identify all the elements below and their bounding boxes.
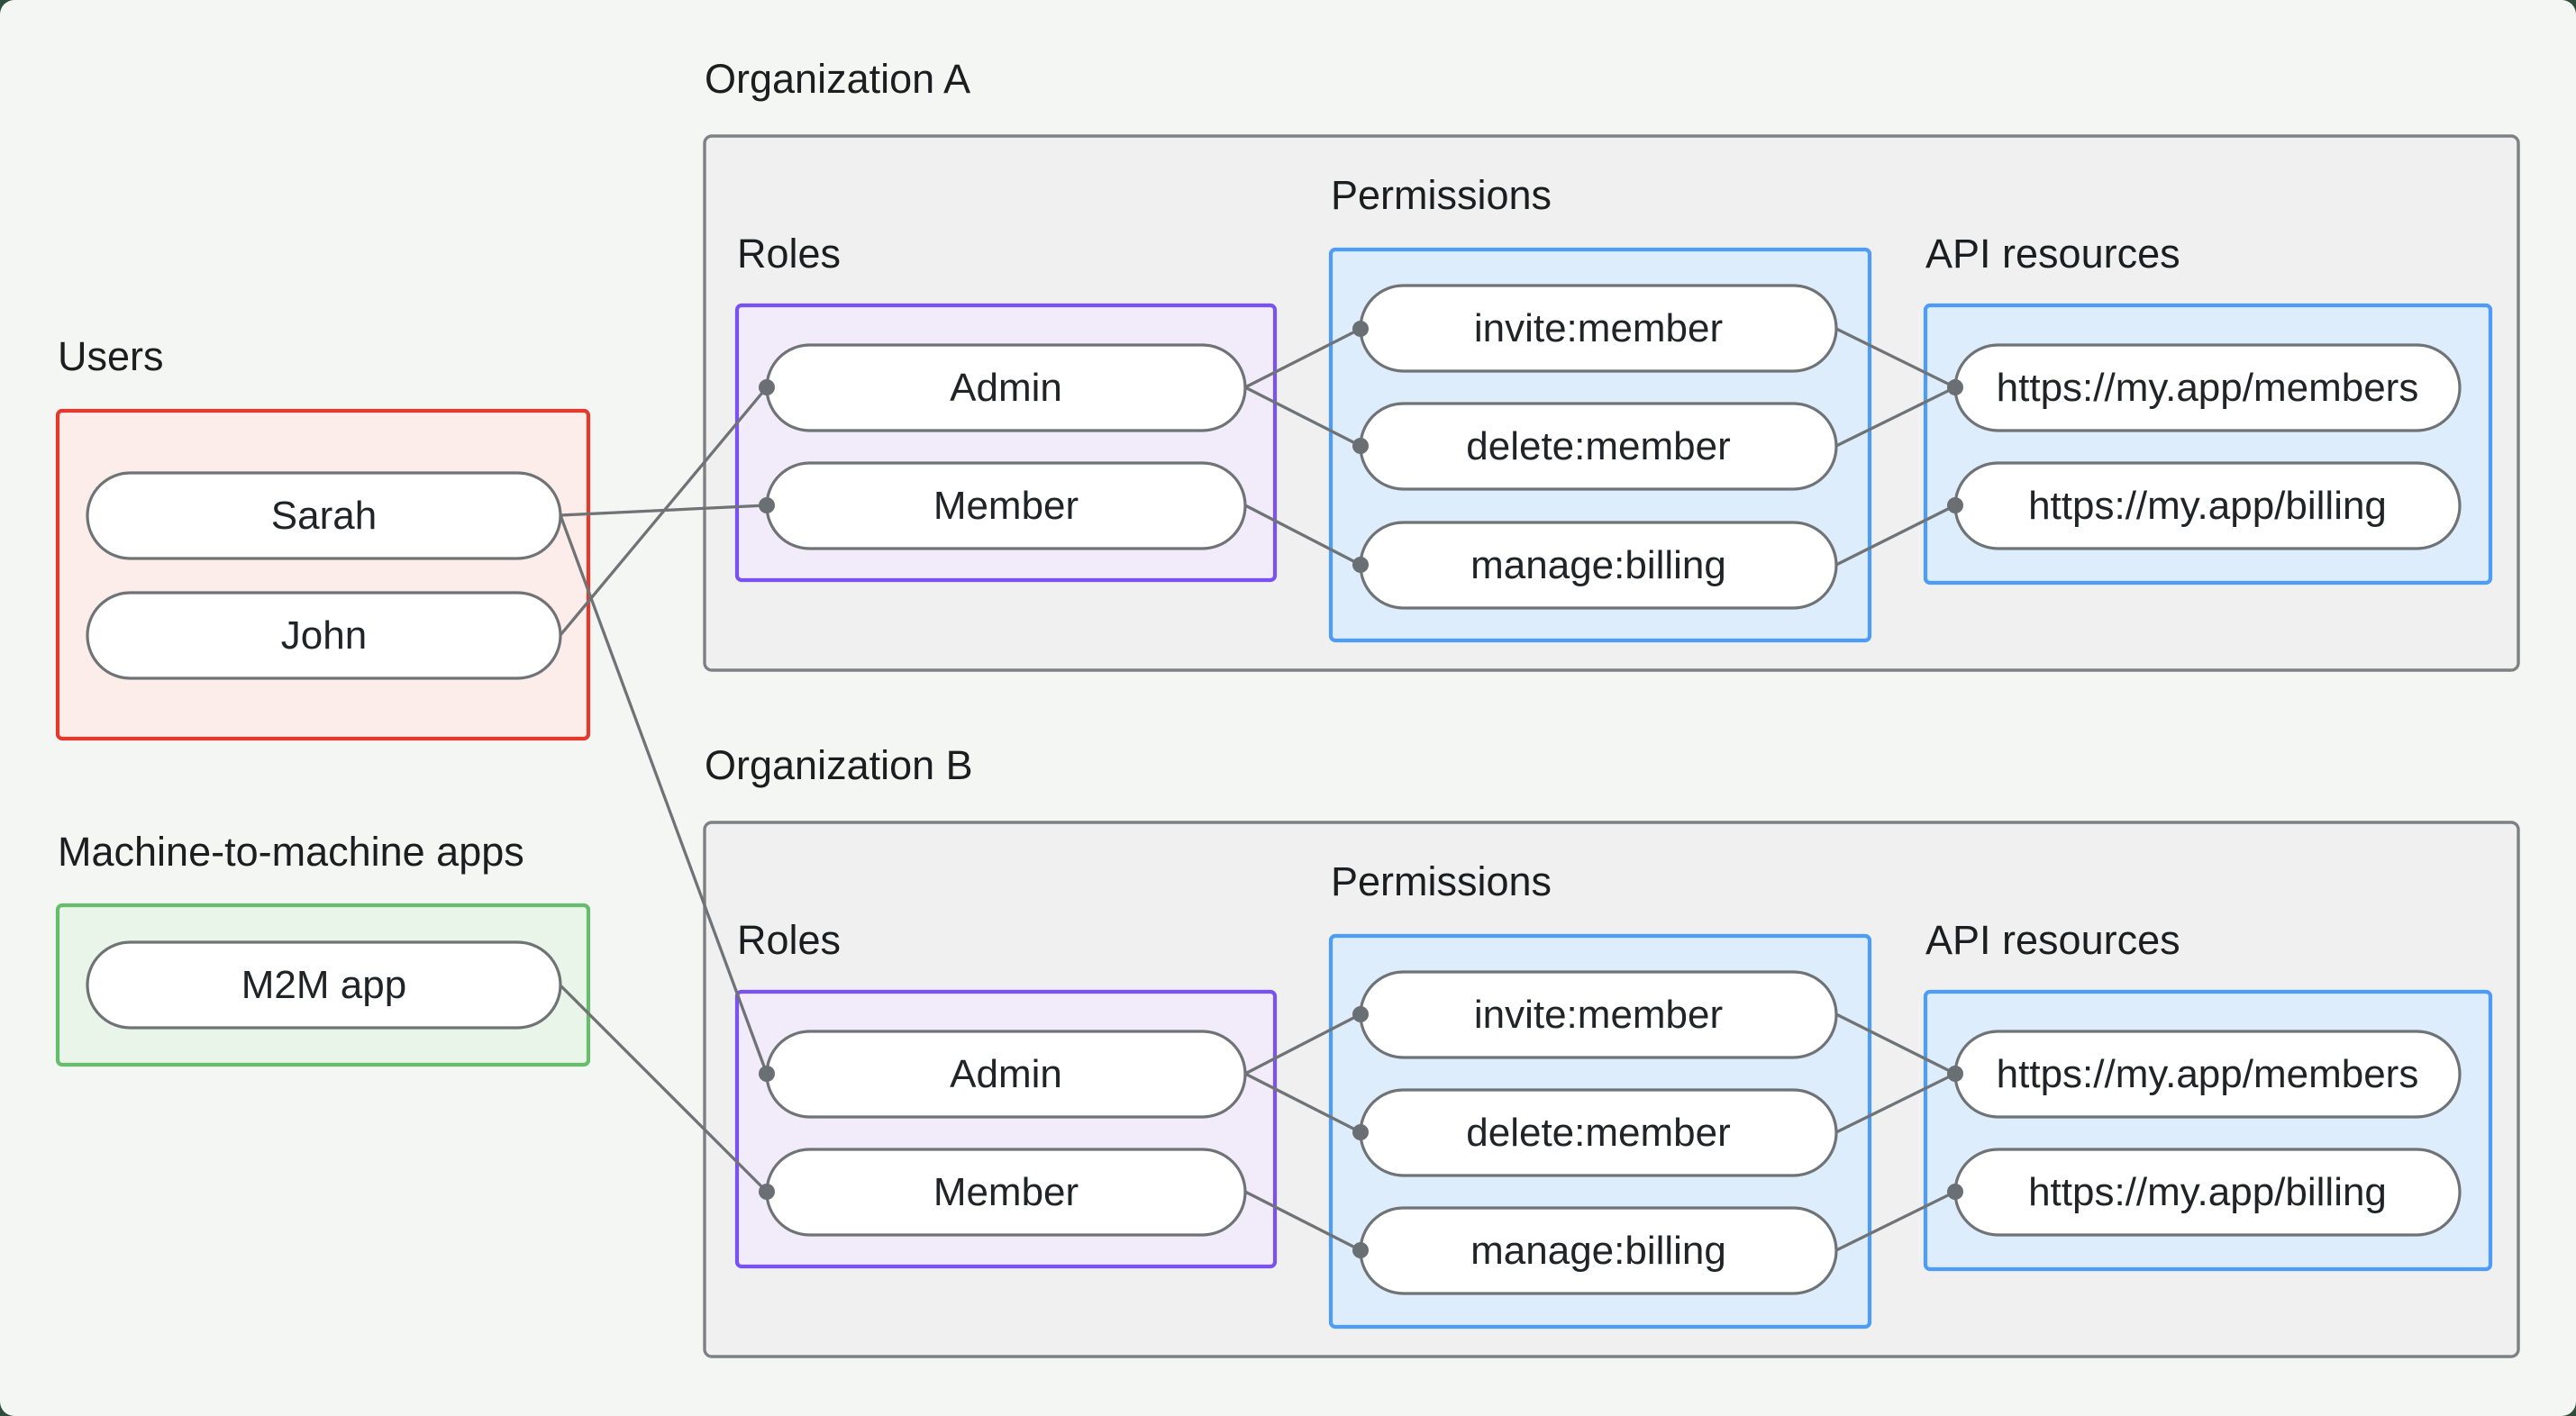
connection-dot xyxy=(1947,497,1963,513)
node-m2m-app: M2M app xyxy=(86,940,562,1030)
svg-text:delete:member: delete:member xyxy=(1466,1111,1730,1155)
node-org-b-role-member: Member xyxy=(765,1148,1247,1237)
org-b-permissions-label: Permissions xyxy=(1331,858,1552,904)
node-org-b-permission-delete-member: delete:member xyxy=(1359,1088,1838,1177)
node-org-b-api-members: https://my.app/members xyxy=(1953,1030,2462,1119)
node-org-a-api-billing: https://my.app/billing xyxy=(1953,461,2462,550)
org-a-title: Organization A xyxy=(705,56,970,102)
org-a-roles-label: Roles xyxy=(737,231,841,277)
edge-org-a-admin-to-delete xyxy=(1244,386,1361,448)
connection-dot xyxy=(1947,1066,1963,1082)
users-group-box xyxy=(55,408,591,741)
node-user-sarah: Sarah xyxy=(86,471,562,560)
connection-dot xyxy=(1352,438,1369,454)
edge-org-a-member-to-manage xyxy=(1244,504,1361,567)
edge-sarah-to-org-b-admin xyxy=(559,514,769,1075)
edge-org-b-invite-to-members-api xyxy=(1835,1012,1956,1076)
connection-dot xyxy=(1352,321,1369,337)
edge-m2m-to-org-b-member xyxy=(559,984,769,1194)
svg-text:https://my.app/billing: https://my.app/billing xyxy=(2028,1170,2387,1214)
org-b-api-resources-label: API resources xyxy=(1925,917,2180,963)
node-org-a-permission-invite-member: invite:member xyxy=(1359,284,1838,373)
edge-org-a-invite-to-members-api xyxy=(1835,327,1956,389)
svg-text:delete:member: delete:member xyxy=(1466,424,1730,468)
svg-text:Member: Member xyxy=(933,1170,1079,1214)
svg-text:https://my.app/members: https://my.app/members xyxy=(1997,366,2419,410)
node-org-a-role-member: Member xyxy=(765,461,1247,550)
svg-text:manage:billing: manage:billing xyxy=(1470,543,1726,587)
svg-text:invite:member: invite:member xyxy=(1474,993,1723,1037)
svg-text:Admin: Admin xyxy=(950,366,1062,410)
node-org-b-api-billing: https://my.app/billing xyxy=(1953,1148,2462,1237)
node-org-a-role-admin: Admin xyxy=(765,343,1247,432)
edge-org-b-admin-to-invite xyxy=(1244,1012,1361,1076)
connection-dot xyxy=(1352,1242,1369,1258)
connection-dot xyxy=(1352,1124,1369,1140)
node-org-a-api-members: https://my.app/members xyxy=(1953,343,2462,432)
connection-dot xyxy=(759,1066,775,1082)
node-org-b-role-admin: Admin xyxy=(765,1030,1247,1119)
org-a-permissions-label: Permissions xyxy=(1331,172,1552,218)
node-org-a-permission-manage-billing: manage:billing xyxy=(1359,521,1838,610)
svg-text:invite:member: invite:member xyxy=(1474,306,1723,350)
svg-text:Sarah: Sarah xyxy=(271,494,377,538)
svg-text:manage:billing: manage:billing xyxy=(1470,1229,1726,1273)
node-org-a-permission-delete-member: delete:member xyxy=(1359,402,1838,491)
connection-dot xyxy=(759,497,775,513)
org-b-roles-label: Roles xyxy=(737,917,841,963)
connection-dot xyxy=(1352,557,1369,573)
org-b-title: Organization B xyxy=(705,742,973,788)
svg-text:https://my.app/billing: https://my.app/billing xyxy=(2028,484,2387,528)
svg-text:M2M app: M2M app xyxy=(241,963,406,1007)
edge-org-a-admin-to-invite xyxy=(1244,327,1361,389)
edge-org-b-admin-to-delete xyxy=(1244,1072,1361,1134)
org-a-api-resources-label: API resources xyxy=(1925,231,2180,277)
svg-text:John: John xyxy=(281,613,367,658)
node-user-john: John xyxy=(86,591,562,680)
users-group-label: Users xyxy=(58,333,164,379)
edge-org-b-member-to-manage xyxy=(1244,1190,1361,1252)
node-org-b-permission-invite-member: invite:member xyxy=(1359,970,1838,1059)
edge-org-b-delete-to-members-api xyxy=(1835,1072,1956,1134)
m2m-group-label: Machine-to-machine apps xyxy=(58,829,524,875)
node-org-b-permission-manage-billing: manage:billing xyxy=(1359,1206,1838,1295)
svg-text:Admin: Admin xyxy=(950,1052,1062,1096)
edge-org-a-manage-to-billing-api xyxy=(1835,504,1956,567)
edge-john-to-org-a-admin xyxy=(559,386,769,637)
connection-dot xyxy=(759,379,775,395)
connection-dot xyxy=(759,1184,775,1200)
svg-text:Member: Member xyxy=(933,484,1079,528)
edge-org-a-delete-to-members-api xyxy=(1835,386,1956,448)
edge-org-b-manage-to-billing-api xyxy=(1835,1190,1956,1252)
svg-text:https://my.app/members: https://my.app/members xyxy=(1997,1052,2419,1096)
connection-dot xyxy=(1352,1006,1369,1022)
connection-dot xyxy=(1947,379,1963,395)
connection-dot xyxy=(1947,1184,1963,1200)
